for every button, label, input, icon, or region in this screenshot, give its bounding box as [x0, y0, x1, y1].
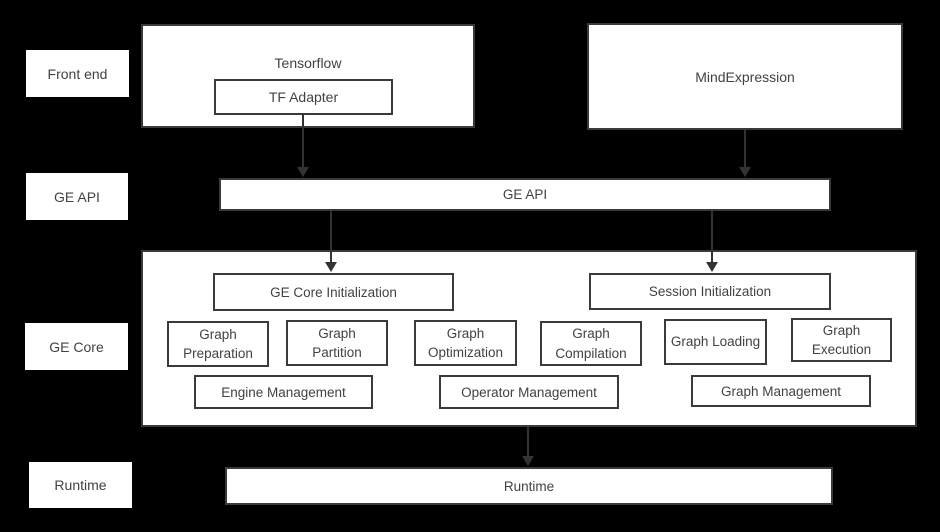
arrow-line: [711, 211, 713, 263]
ge-api-bar: GE API: [219, 178, 831, 211]
module-box-graph-optimization: Graph Optimization: [414, 320, 517, 366]
module-box-graph-loading: Graph Loading: [664, 319, 767, 365]
arrow-head: [522, 456, 534, 466]
arrow-line: [744, 130, 746, 168]
ge-core-initialization-box: GE Core Initialization: [213, 273, 454, 311]
management-box-engine: Engine Management: [194, 375, 373, 409]
management-box-operator: Operator Management: [439, 375, 619, 409]
arrow-head: [706, 262, 718, 272]
module-box-graph-compilation: Graph Compilation: [540, 321, 642, 366]
layer-label-front-end: Front end: [26, 50, 129, 97]
layer-label-runtime: Runtime: [29, 462, 132, 508]
mindexpression-box: MindExpression: [587, 23, 903, 130]
runtime-bar: Runtime: [225, 467, 833, 505]
arrow-ge-core-to-runtime: [522, 427, 534, 466]
arrow-tf-adapter-to-ge-api: [297, 114, 309, 177]
tf-adapter-box: TF Adapter: [214, 79, 393, 115]
layer-label-ge-api: GE API: [26, 173, 128, 220]
tensorflow-label: Tensorflow: [274, 55, 342, 71]
module-box-graph-partition: Graph Partition: [286, 320, 388, 366]
arrow-line: [527, 427, 529, 457]
arrow-ge-api-to-session-initialization: [706, 211, 718, 272]
arrow-head: [325, 262, 337, 272]
arrow-head: [297, 167, 309, 177]
module-box-graph-preparation: Graph Preparation: [167, 321, 269, 367]
arrow-ge-api-to-ge-core-initialization: [325, 211, 337, 272]
module-box-graph-execution: Graph Execution: [791, 318, 892, 362]
arrow-line: [302, 114, 304, 168]
layer-label-ge-core: GE Core: [25, 323, 128, 370]
management-box-graph: Graph Management: [691, 375, 871, 407]
arrow-mindexpression-to-ge-api: [739, 130, 751, 177]
session-initialization-box: Session Initialization: [589, 273, 831, 310]
arrow-line: [330, 211, 332, 263]
arrow-head: [739, 167, 751, 177]
